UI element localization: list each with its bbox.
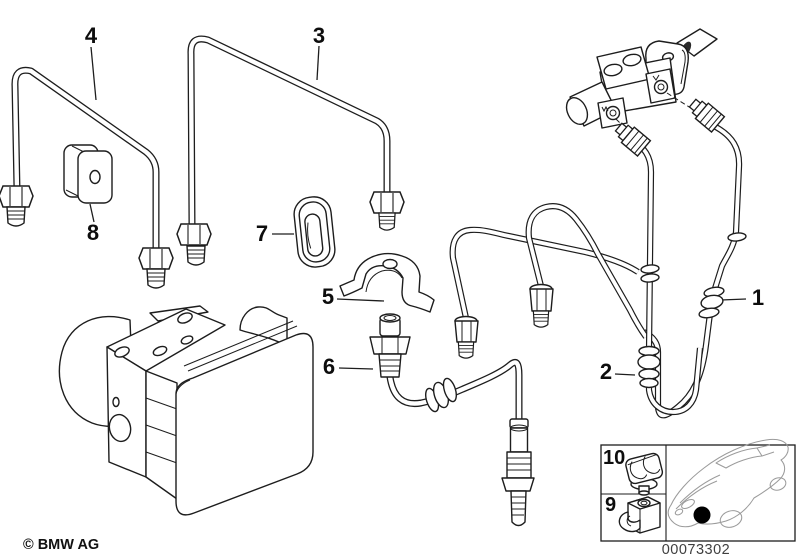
callout-10[interactable]: 10 bbox=[603, 447, 626, 469]
hose-6-drawing bbox=[369, 313, 535, 527]
callout-3[interactable]: 3 bbox=[312, 23, 326, 48]
callout-4[interactable]: 4 bbox=[84, 23, 98, 48]
inset-box bbox=[600, 438, 796, 542]
copyright-text: © BMW AG bbox=[23, 537, 100, 553]
callout-7[interactable]: 7 bbox=[255, 221, 269, 246]
grommet-7-drawing bbox=[293, 196, 336, 268]
brake-pipe-4-drawing bbox=[0, 66, 174, 289]
callout-8[interactable]: 8 bbox=[86, 220, 100, 245]
clip-part-10-drawing bbox=[625, 452, 664, 496]
callout-1[interactable]: 1 bbox=[751, 285, 765, 310]
part-number-text: 00073302 bbox=[661, 542, 731, 558]
leader-lines bbox=[89, 45, 747, 376]
abs-dsc-unit-drawing bbox=[58, 305, 314, 516]
callout-2[interactable]: 2 bbox=[599, 359, 613, 384]
clamp-part-9-drawing bbox=[618, 496, 661, 534]
connector-pipe-mid-drawing bbox=[525, 203, 649, 339]
brake-pipe-3-drawing bbox=[176, 35, 405, 266]
master-cylinder-drawing bbox=[565, 28, 718, 134]
car-location-thumbnail bbox=[667, 438, 789, 528]
callout-9[interactable]: 9 bbox=[605, 494, 617, 516]
brake-pipe-2-drawing bbox=[611, 118, 704, 416]
holder-8-drawing bbox=[63, 144, 113, 204]
callout-6[interactable]: 6 bbox=[322, 354, 336, 379]
callout-5[interactable]: 5 bbox=[321, 284, 335, 309]
location-marker-dot bbox=[693, 506, 711, 524]
connector-pipe-left-drawing bbox=[449, 226, 640, 359]
bracket-5-drawing bbox=[339, 252, 435, 313]
